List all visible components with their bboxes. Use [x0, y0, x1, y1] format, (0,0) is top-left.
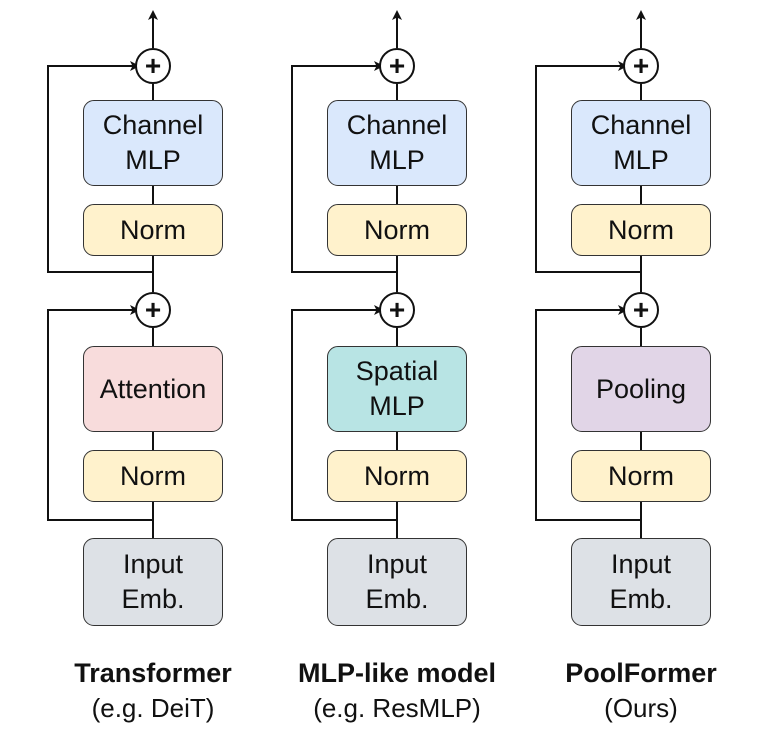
- input-embedding-block-label: Emb.: [609, 584, 673, 614]
- norm-block-upper-label: Norm: [364, 214, 430, 245]
- norm-block-upper: Norm: [327, 204, 467, 256]
- token-mixer-block: Pooling: [571, 346, 711, 432]
- norm-block-lower-label: Norm: [608, 460, 674, 491]
- channel-mlp-block-label: Channel: [590, 110, 692, 140]
- norm-block-upper-label: Norm: [608, 214, 674, 245]
- token-mixer-block-label: Pooling: [595, 373, 687, 404]
- skip-connection-lower-0: [47, 305, 153, 521]
- norm-block-lower-label: Norm: [364, 460, 430, 491]
- norm-block-lower: Norm: [83, 450, 223, 502]
- channel-mlp-block-label: Channel: [346, 110, 448, 140]
- token-mixer-block: Attention: [83, 346, 223, 432]
- model-caption: MLP-like model (e.g. ResMLP): [267, 655, 527, 725]
- skip-connection-upper-2: [535, 61, 641, 273]
- norm-block-upper-label: Norm: [120, 214, 186, 245]
- model-caption: Transformer (e.g. DeiT): [23, 655, 283, 725]
- model-caption-title: PoolFormer: [565, 658, 717, 688]
- add-bottom-plus-icon: +: [623, 292, 659, 328]
- add-bottom-plus-icon: +: [379, 292, 415, 328]
- model-caption-subtitle: (e.g. DeiT): [91, 693, 215, 723]
- model-caption-title: MLP-like model: [297, 658, 497, 688]
- skip-connection-upper-1: [291, 61, 397, 273]
- add-bottom-plus-icon: +: [135, 292, 171, 328]
- norm-block-upper: Norm: [571, 204, 711, 256]
- input-embedding-block-label: Emb.: [365, 584, 429, 614]
- channel-mlp-block-label: MLP: [613, 145, 669, 175]
- token-mixer-block-label: Spatial: [355, 356, 439, 386]
- channel-mlp-block-label: Channel: [102, 110, 204, 140]
- model-caption: PoolFormer (Ours): [511, 655, 765, 725]
- add-top-plus-icon: +: [623, 48, 659, 84]
- norm-block-lower: Norm: [571, 450, 711, 502]
- input-embedding-block-label: Emb.: [121, 584, 185, 614]
- model-caption-title: Transformer: [74, 658, 232, 688]
- input-embedding-block-label: Input: [610, 549, 672, 579]
- skip-connection-lower-2: [535, 305, 641, 521]
- norm-block-upper: Norm: [83, 204, 223, 256]
- channel-mlp-block-label: MLP: [125, 145, 181, 175]
- token-mixer-block-label: MLP: [369, 391, 425, 421]
- channel-mlp-block-label: MLP: [369, 145, 425, 175]
- skip-connection-upper-0: [47, 61, 153, 273]
- norm-block-lower-label: Norm: [120, 460, 186, 491]
- model-caption-subtitle: (e.g. ResMLP): [313, 693, 481, 723]
- skip-connection-lower-1: [291, 305, 397, 521]
- add-top-plus-icon: +: [135, 48, 171, 84]
- token-mixer-block-label: Attention: [99, 373, 207, 404]
- add-top-plus-icon: +: [379, 48, 415, 84]
- input-embedding-block-label: Input: [366, 549, 428, 579]
- model-caption-subtitle: (Ours): [604, 693, 678, 723]
- norm-block-lower: Norm: [327, 450, 467, 502]
- input-embedding-block-label: Input: [122, 549, 184, 579]
